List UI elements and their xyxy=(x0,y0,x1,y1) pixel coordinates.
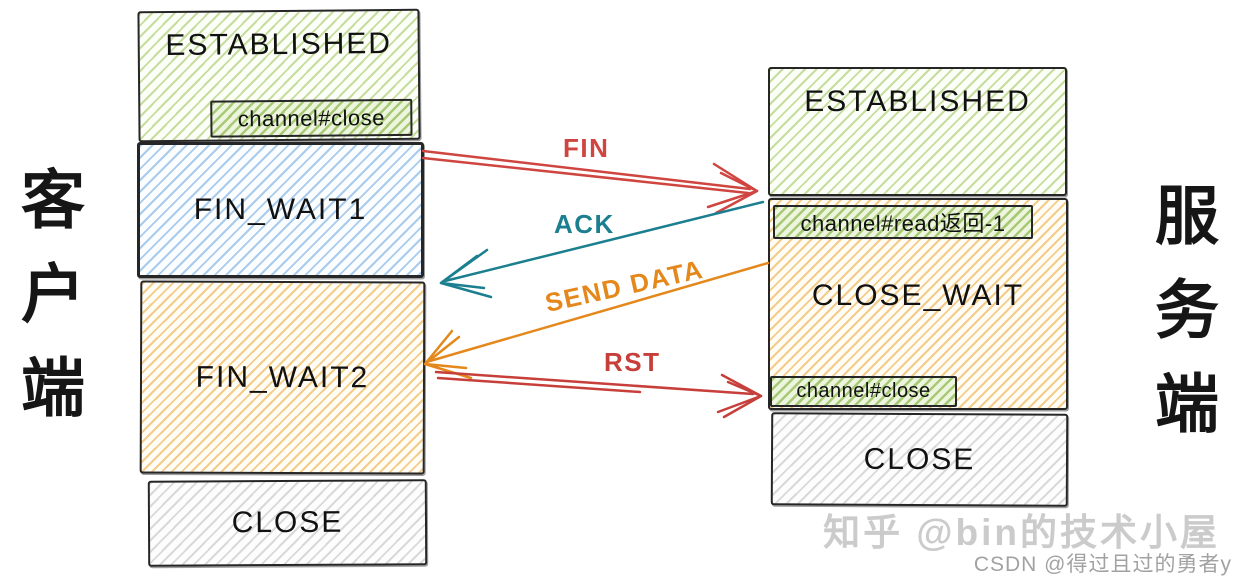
server-state-close: CLOSE xyxy=(770,412,1069,507)
client-state-established: ESTABLISHED channel#close xyxy=(137,8,421,143)
state-label: ESTABLISHED xyxy=(804,85,1031,118)
send-data-label: SEND DATA xyxy=(542,253,707,319)
csdn-watermark: CSDN @得过且过的勇者y xyxy=(973,553,1232,576)
server-actor-label: 服务端 xyxy=(1146,182,1218,464)
state-label: CLOSE xyxy=(863,442,976,476)
annotation-label: channel#close xyxy=(796,380,931,402)
client-state-fin-wait2: FIN_WAIT2 xyxy=(139,280,426,475)
state-label: FIN_WAIT2 xyxy=(195,360,370,394)
state-label: CLOSE_WAIT xyxy=(811,279,1025,312)
client-annotation-channel-close: channel#close xyxy=(210,98,413,138)
rst-arrow xyxy=(434,370,763,419)
ack-label: ACK xyxy=(554,209,615,239)
annotation-label: channel#read返回-1 xyxy=(800,211,1006,236)
state-label: FIN_WAIT1 xyxy=(193,193,368,226)
rst-label: RST xyxy=(604,347,661,377)
state-label: ESTABLISHED xyxy=(165,27,393,62)
client-state-fin-wait1: FIN_WAIT1 xyxy=(137,142,424,278)
fin-label: FIN xyxy=(563,133,610,163)
client-actor-label: 客户端 xyxy=(12,166,84,448)
server-annotation-channel-close: channel#close xyxy=(770,376,957,407)
client-state-close: CLOSE xyxy=(147,479,428,567)
server-state-established: ESTABLISHED xyxy=(768,67,1067,196)
server-state-close-wait: channel#read返回-1 CLOSE_WAIT channel#clos… xyxy=(768,198,1068,410)
server-annotation-channel-read: channel#read返回-1 xyxy=(773,205,1033,239)
zhihu-watermark: 知乎 @bin的技术小屋 xyxy=(823,512,1220,553)
state-label: CLOSE xyxy=(231,505,344,540)
annotation-label: channel#close xyxy=(237,104,386,131)
